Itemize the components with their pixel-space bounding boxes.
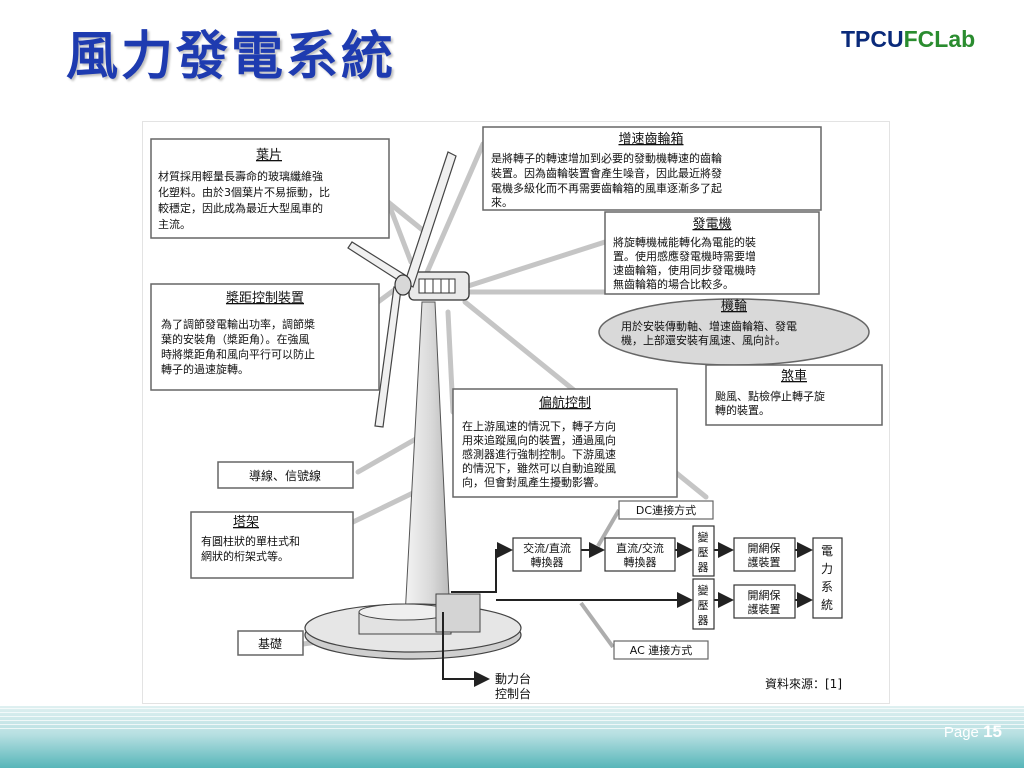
dc-ac-converter-line-2: 轉換器 (624, 556, 657, 569)
connection-callouts (579, 508, 621, 649)
blade-line-3: 較穩定，因此成為最近大型風車的 (158, 201, 323, 215)
power-system-char-1: 電 (821, 544, 833, 558)
power-system-char-3: 系 (821, 580, 833, 594)
yaw-line-1: 在上游風速的情況下，轉子方向 (462, 419, 616, 433)
gearbox-line-1: 是將轉子的轉速增加到必要的發動機轉速的齒輪 (491, 151, 722, 165)
blade-line-4: 主流。 (158, 217, 191, 231)
gearbox-callout: 增速齒輪箱 是將轉子的轉速增加到必要的發動機轉速的齒輪 裝置。因為齒輪裝置會產生… (482, 126, 822, 211)
dc-ac-converter-line-1: 直流/交流 (616, 541, 664, 555)
yaw-line-3: 感測器進行強制控制。下游風速 (462, 447, 616, 461)
dc-ac-converter: 直流/交流 轉換器 (604, 537, 676, 572)
ac-dc-converter: 交流/直流 轉換器 (512, 537, 582, 572)
pitch-control-callout: 槳距控制裝置 為了調節發電輸出功率，調節槳 葉的安裝角（槳距角）。在強風 時將槳… (150, 283, 380, 391)
electrical-wiring (442, 542, 813, 687)
yaw-line-4: 的情況下，雖然可以自動追蹤風 (462, 461, 616, 475)
generator-callout: 發電機 將旋轉機械能轉化為電能的裝 置。使用感應發電機時需要增 速齒輪箱，使用同… (604, 211, 820, 295)
ac-dc-converter-line-1: 交流/直流 (523, 541, 571, 555)
dc-connection-label: DC連接方式 (618, 500, 714, 520)
gearbox-title: 增速齒輪箱 (618, 131, 683, 147)
transformer-bottom-char-1: 變 (698, 583, 709, 597)
generator-line-3: 速齒輪箱，使用同步發電機時 (613, 263, 756, 277)
grid-protection-top-line-1: 開網保 (748, 541, 781, 555)
page-number: Page 15 (944, 722, 1002, 742)
nacelle-title: 機輪 (721, 298, 747, 314)
generator-title: 發電機 (692, 217, 731, 232)
control-panel-line-2: 控制台 (495, 686, 531, 701)
transformer-bottom: 變 壓 器 (692, 578, 715, 630)
pitch-title: 槳距控制裝置 (226, 291, 304, 306)
gearbox-line-4: 來。 (491, 196, 513, 209)
page-label: Page (943, 724, 979, 741)
gearbox-line-3: 電機多級化而不再需要齒輪箱的風車逐漸多了起 (491, 181, 722, 195)
tower-line-2: 網狀的桁架式等。 (201, 549, 289, 563)
nacelle-line-2: 機，上部還安裝有風速、風向計。 (621, 333, 786, 347)
blade-title: 葉片 (256, 148, 282, 163)
blade-line-1: 材質採用輕量長壽命的玻璃纖維強 (158, 169, 323, 183)
wire-callout: 導線、信號線 (217, 461, 354, 489)
grid-protection-top-line-2: 護裝置 (748, 555, 781, 569)
pitch-line-4: 轉子的過速旋轉。 (161, 362, 249, 376)
tower-callout: 塔架 有圓柱狀的單柱式和 網狀的桁架式等。 (190, 511, 354, 579)
brake-line-1: 颱風、點檢停止轉子旋 (715, 389, 825, 403)
yaw-control-callout: 偏航控制 在上游風速的情況下，轉子方向 用來追蹤風向的裝置，通過風向 感測器進行… (452, 388, 678, 498)
tower-title: 塔架 (233, 515, 259, 530)
control-panel-line-1: 動力台 (495, 671, 531, 686)
wire-title: 導線、信號線 (249, 468, 321, 483)
logo-part-2: FCLab (903, 26, 976, 52)
grid-protection-top: 開網保 護裝置 (733, 537, 796, 572)
power-system: 電 力 系 統 (812, 537, 843, 619)
generator-line-4: 無齒輪箱的場合比較多。 (613, 277, 734, 291)
tower-line-1: 有圓柱狀的單柱式和 (201, 534, 300, 548)
pitch-line-1: 為了調節發電輸出功率，調節槳 (161, 317, 315, 331)
lab-logo: TPCUFCLab (841, 26, 975, 53)
ac-label-text: AC 連接方式 (630, 643, 693, 657)
slide-title: 風力發電系統 (66, 26, 397, 87)
grid-protection-bottom-line-2: 護裝置 (748, 602, 781, 616)
wind-turbine-diagram: 葉片 材質採用輕量長壽命的玻璃纖維強 化塑料。由於3個葉片不易振動，比 較穩定，… (142, 121, 890, 704)
ac-connection-label: AC 連接方式 (613, 640, 709, 660)
grid-protection-bottom-line-1: 開網保 (748, 588, 781, 602)
control-panel-label: 動力台 控制台 (495, 671, 531, 701)
ac-dc-converter-line-2: 轉換器 (531, 556, 564, 569)
generator-line-1: 將旋轉機械能轉化為電能的裝 (613, 235, 756, 249)
generator-line-2: 置。使用感應發電機時需要增 (613, 249, 756, 263)
brake-line-2: 轉的裝置。 (715, 403, 770, 417)
yaw-line-5: 向，但會對風產生擾動影響。 (462, 475, 605, 489)
foundation-callout: 基礎 (237, 630, 304, 656)
blade-line-2: 化塑料。由於3個葉片不易振動，比 (158, 185, 330, 199)
source-citation: 資料來源：[1] (765, 677, 842, 691)
gearbox-line-2: 裝置。因為齒輪裝置會產生噪音，因此最近將發 (491, 166, 722, 180)
turbine-graphic (304, 151, 522, 660)
transformer-top-char-3: 器 (698, 561, 709, 574)
power-system-char-4: 統 (821, 598, 833, 612)
nacelle-line-1: 用於安裝傳動軸、增速齒輪箱、發電 (621, 319, 797, 333)
page-number-value: 15 (983, 722, 1002, 741)
brake-callout: 煞車 颱風、點檢停止轉子旋 轉的裝置。 (705, 364, 883, 426)
yaw-title: 偏航控制 (539, 395, 591, 411)
blade-callout: 葉片 材質採用輕量長壽命的玻璃纖維強 化塑料。由於3個葉片不易振動，比 較穩定，… (150, 138, 390, 239)
yaw-line-2: 用來追蹤風向的裝置，通過風向 (462, 433, 616, 447)
nacelle-callout: 機輪 用於安裝傳動軸、增速齒輪箱、發電 機，上部還安裝有風速、風向計。 (598, 298, 870, 366)
foundation-title: 基礎 (258, 637, 282, 651)
transformer-bottom-char-2: 壓 (698, 599, 709, 612)
pitch-line-3: 時將槳距角和風向平行可以防止 (161, 347, 315, 361)
pitch-line-2: 葉的安裝角（槳距角）。在強風 (161, 332, 310, 346)
footer-decoration (0, 708, 1024, 732)
logo-part-1: TPCU (841, 26, 904, 52)
transformer-top-char-1: 變 (698, 530, 709, 544)
brake-title: 煞車 (781, 369, 807, 384)
transformer-bottom-char-3: 器 (698, 614, 709, 627)
grid-protection-bottom: 開網保 護裝置 (733, 584, 796, 619)
transformer-top-char-2: 壓 (698, 546, 709, 559)
transformer-top: 變 壓 器 (692, 525, 715, 577)
power-system-char-2: 力 (821, 562, 833, 576)
dc-label-text: DC連接方式 (636, 503, 696, 517)
